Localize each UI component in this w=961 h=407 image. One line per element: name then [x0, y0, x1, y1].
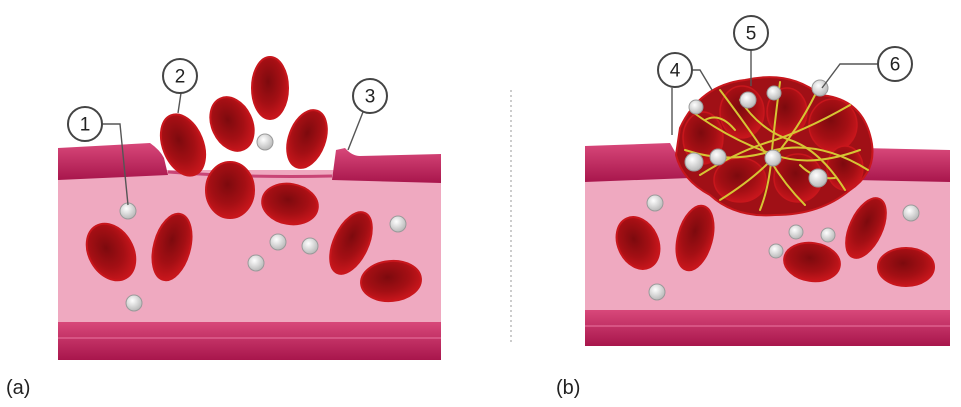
platelet [903, 205, 919, 221]
panel-b: 4 5 6 [585, 16, 950, 346]
platelet [120, 203, 136, 219]
platelet [821, 228, 835, 242]
callout-1-number: 1 [80, 115, 91, 136]
callout-5: 5 [734, 16, 768, 86]
platelet [302, 238, 318, 254]
platelet [647, 195, 663, 211]
callout-3-number: 3 [365, 87, 376, 108]
red-blood-cell [280, 105, 334, 174]
callout-2: 2 [163, 59, 197, 113]
platelet [765, 150, 781, 166]
platelet [769, 244, 783, 258]
platelet [710, 149, 726, 165]
vessel-wall-top-right [332, 148, 441, 183]
panel-a: 1 2 3 [58, 57, 441, 360]
vessel-wall-bottom [585, 310, 950, 346]
platelet [809, 169, 827, 187]
red-blood-cell [252, 57, 288, 119]
red-blood-cell [206, 162, 254, 218]
callout-6-number: 6 [890, 55, 901, 76]
platelet [649, 284, 665, 300]
platelet [390, 216, 406, 232]
callout-3: 3 [348, 79, 387, 150]
platelet [270, 234, 286, 250]
platelet [248, 255, 264, 271]
panel-a-label: (a) [6, 377, 30, 399]
callout-6: 6 [822, 47, 912, 88]
red-blood-cell [878, 248, 934, 286]
platelet [689, 100, 703, 114]
platelet [126, 295, 142, 311]
platelet [740, 92, 756, 108]
vessel-wall-top-left [585, 143, 690, 182]
vessel-wall-top-left [58, 143, 168, 180]
vessel-wall-bottom [58, 322, 441, 360]
platelet [789, 225, 803, 239]
platelet [767, 86, 781, 100]
platelet [257, 134, 273, 150]
platelet [685, 153, 703, 171]
callout-5-number: 5 [746, 24, 757, 45]
panel-b-label: (b) [556, 377, 580, 399]
callout-4-number: 4 [670, 61, 681, 82]
callout-2-number: 2 [175, 67, 186, 88]
